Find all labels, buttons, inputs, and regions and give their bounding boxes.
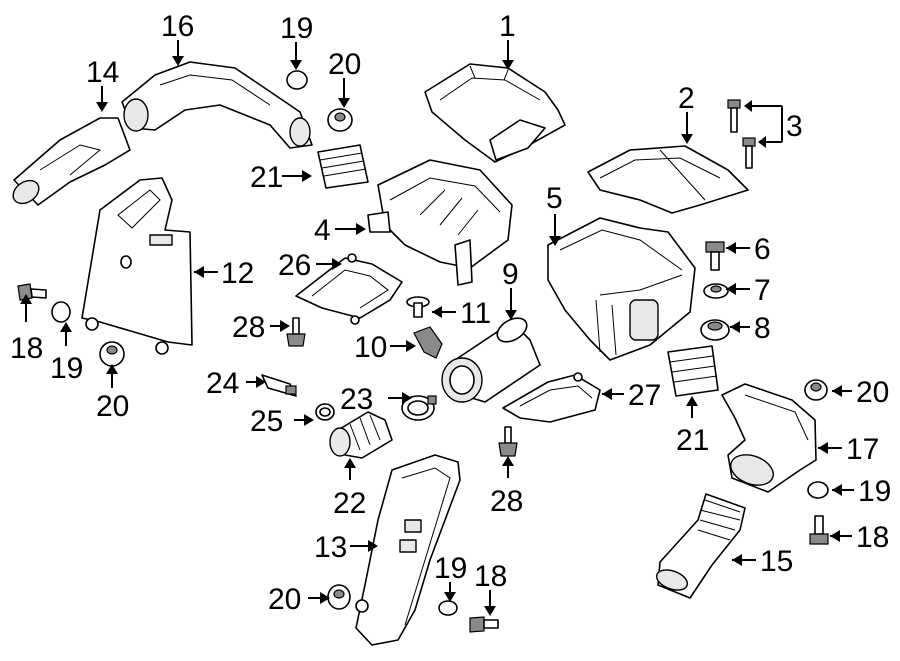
part-10-sensor [413,326,443,359]
callout-1: 1 [499,10,516,43]
callout-leaders [20,40,854,616]
callout-20-right: 20 [856,376,889,409]
callout-21-right: 21 [676,424,709,457]
part-18-bolts [17,283,829,633]
callout-25: 25 [250,405,283,438]
callout-18-right: 18 [856,521,889,554]
callout-18-bottom: 18 [474,560,507,593]
callout-6: 6 [754,233,771,266]
callout-19-top: 19 [280,12,313,45]
part-24-sensor [261,374,297,397]
part-19-clips [51,70,829,616]
callout-15: 15 [760,545,793,578]
callout-7: 7 [754,274,771,307]
part-25-clamp [315,403,335,421]
part-3-bolts [727,99,756,169]
part-2-air-filter-cover [587,145,749,214]
part-22-intake-hose [329,411,393,459]
part-11-push-pin [406,296,430,318]
part-13-lower-duct [355,454,461,646]
callout-21-left: 21 [250,161,283,194]
part-1-air-cleaner-cover [424,63,566,163]
callout-16: 16 [161,10,194,43]
callout-9: 9 [502,258,519,291]
callout-27: 27 [628,379,661,412]
callout-10: 10 [354,331,387,364]
part-9-air-filter [441,317,541,403]
callout-13: 13 [314,531,347,564]
callout-20-top: 20 [328,48,361,81]
part-6-bolt [705,241,725,271]
callout-19-left: 19 [50,352,83,385]
part-17-intake-duct-right [721,383,817,493]
callout-20-left: 20 [96,390,129,423]
part-8-grommet [700,319,730,341]
part-27-shield [502,372,601,423]
callout-22: 22 [333,487,366,520]
part-12-duct-panel [81,177,193,355]
callout-26: 26 [278,249,311,282]
callout-17: 17 [846,433,879,466]
callout-12: 12 [221,257,254,290]
callout-18-left: 18 [10,332,43,365]
part-21-boots [317,144,719,397]
part-16-upper-intake-duct [121,61,313,149]
part-4-air-box-lower [367,159,513,286]
callout-19-bottom: 19 [434,552,467,585]
callout-19-right: 19 [858,475,891,508]
callout-4: 4 [314,214,331,247]
callout-23: 23 [340,383,373,416]
callout-11: 11 [460,297,491,330]
part-7-grommet [703,283,729,299]
callout-24: 24 [206,367,239,400]
callout-28-bottom: 28 [490,485,523,518]
callout-20-bottom: 20 [268,583,301,616]
callout-2: 2 [678,82,695,115]
part-14-intake-duct [12,117,131,206]
part-28-push-pins [286,317,518,457]
part-5-air-box-housing [547,217,696,361]
part-20-grommets [99,108,828,610]
part-23-clamp [401,395,437,421]
callout-3: 3 [786,110,803,143]
part-26-shield [295,253,403,325]
callout-14: 14 [86,56,119,89]
callout-labels: 1 2 3 4 5 6 7 8 9 10 11 12 13 14 15 16 1… [10,10,891,616]
callout-8: 8 [754,312,771,345]
part-15-intake-snorkel [655,493,746,599]
callout-5: 5 [546,182,563,215]
callout-28-left: 28 [232,311,265,344]
